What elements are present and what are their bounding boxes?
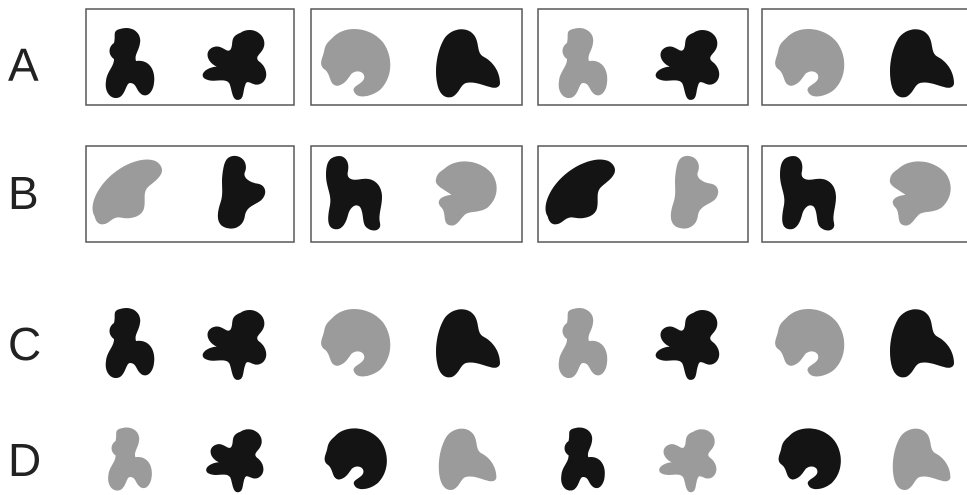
blade-shape <box>536 156 624 227</box>
bird-shape <box>439 429 497 490</box>
blade-shape <box>83 156 171 227</box>
shell-shape <box>428 156 500 232</box>
row-a <box>86 9 967 105</box>
crescent-shape <box>771 24 849 101</box>
splat-shape <box>652 22 728 105</box>
splat-shape <box>656 422 724 495</box>
splat-shape <box>199 302 275 385</box>
hshape-shape <box>326 156 382 231</box>
crescent-shape <box>321 424 391 494</box>
bird-shape <box>436 309 500 377</box>
crescent-shape <box>775 424 845 494</box>
fist-shape <box>108 427 152 490</box>
fist-shape <box>106 28 155 98</box>
splat-shape <box>652 302 728 385</box>
row-c <box>106 302 954 385</box>
shell-shape <box>882 156 954 232</box>
crescent-shape <box>317 24 395 101</box>
bird-shape <box>890 309 954 377</box>
fist-shape <box>559 28 608 98</box>
fist-shape <box>561 427 605 490</box>
row-b <box>83 146 967 242</box>
hook-shape <box>668 155 723 233</box>
bird-shape <box>893 429 951 490</box>
hook-shape <box>215 155 270 233</box>
hshape-shape <box>780 156 836 231</box>
row-d <box>108 422 950 495</box>
bird-shape <box>890 29 954 97</box>
fist-shape <box>106 308 155 378</box>
bird-shape <box>436 29 500 97</box>
splat-shape <box>199 22 275 105</box>
crescent-shape <box>771 304 849 381</box>
splat-shape <box>203 422 271 495</box>
crescent-shape <box>317 304 395 381</box>
fist-shape <box>559 308 608 378</box>
